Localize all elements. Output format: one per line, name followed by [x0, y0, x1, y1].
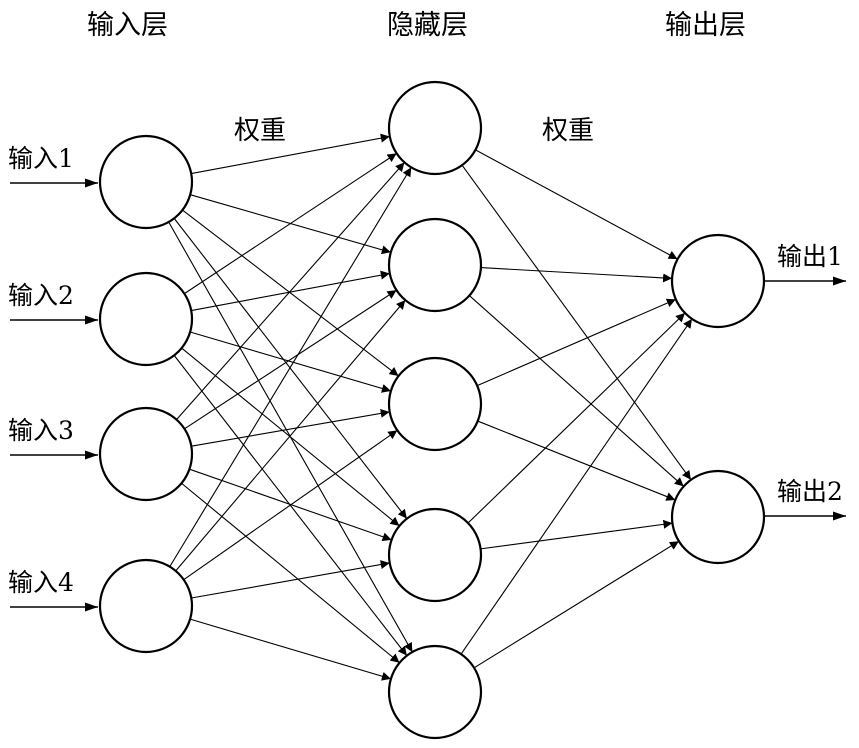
- output-2: 输出2: [765, 477, 846, 521]
- input-label: 输入3: [8, 416, 74, 445]
- input-hidden-edge-2-4: [181, 347, 400, 527]
- hidden-output-edge-4-2: [480, 519, 673, 550]
- hidden-output-edge-5-2: [473, 540, 680, 669]
- input-1: 输入1: [8, 144, 98, 188]
- output-1: 输出1: [765, 242, 846, 286]
- output-label: 输出1: [777, 242, 843, 271]
- input-hidden-edge-3-5: [181, 482, 400, 664]
- hidden-output-edge-1-2: [461, 164, 692, 481]
- output-label: 输出2: [777, 477, 843, 506]
- hidden-neuron-3: [387, 356, 483, 452]
- hidden-output-edge-4-1: [467, 312, 686, 524]
- input-hidden-edge-2-3: [189, 331, 392, 393]
- input-hidden-edge-3-2: [184, 289, 397, 430]
- input-hidden-edge-2-1: [184, 152, 397, 295]
- input-hidden-edge-3-3: [191, 408, 390, 447]
- input-hidden-edge-3-1: [176, 162, 405, 420]
- hidden-neuron-1: [387, 80, 483, 176]
- input-neuron-4: [98, 558, 194, 654]
- input-4: 输入4: [8, 568, 98, 612]
- hidden-output-edge-3-2: [477, 420, 676, 501]
- input-label: 输入2: [8, 281, 74, 310]
- output-layer-nodes: [670, 233, 766, 565]
- output-neuron-2: [670, 469, 766, 565]
- input-label: 输入1: [8, 144, 74, 173]
- hidden-neuron-4: [387, 507, 483, 603]
- input-hidden-edge-1-1: [191, 133, 390, 175]
- input-hidden-edge-4-4: [191, 560, 390, 599]
- input-3: 输入3: [8, 416, 98, 460]
- input-hidden-edge-4-5: [189, 618, 392, 681]
- hidden-output-edge-2-2: [468, 295, 685, 487]
- input-hidden-edge-4-1: [169, 167, 412, 567]
- input-layer-nodes: [98, 134, 194, 654]
- hidden-layer-nodes: [387, 80, 483, 740]
- input-layer-title: 输入层: [87, 10, 168, 41]
- input-hidden-edge-2-2: [191, 270, 390, 312]
- hidden-output-edge-1-1: [475, 149, 678, 260]
- hidden-neuron-2: [387, 217, 483, 313]
- connection-edges: [168, 133, 693, 681]
- input-neuron-3: [98, 406, 194, 502]
- input-hidden-edge-4-2: [175, 299, 406, 572]
- weight-label-right: 权重: [542, 116, 594, 146]
- hidden-layer-title: 隐藏层: [387, 10, 468, 41]
- output-neuron-1: [670, 233, 766, 329]
- input-neuron-2: [98, 271, 194, 367]
- input-2: 输入2: [8, 281, 98, 325]
- output-layer-title: 输出层: [665, 10, 746, 41]
- hidden-neuron-5: [387, 644, 483, 740]
- hidden-output-edge-5-1: [460, 318, 693, 655]
- input-hidden-edge-1-3: [182, 209, 399, 377]
- weight-label-left: 权重: [234, 116, 286, 146]
- hidden-output-edge-3-1: [476, 298, 677, 387]
- hidden-output-edge-2-1: [480, 267, 673, 283]
- input-label: 输入4: [8, 568, 74, 597]
- input-hidden-edge-4-3: [183, 429, 398, 581]
- input-neuron-1: [98, 134, 194, 230]
- input-hidden-edge-1-4: [173, 218, 408, 519]
